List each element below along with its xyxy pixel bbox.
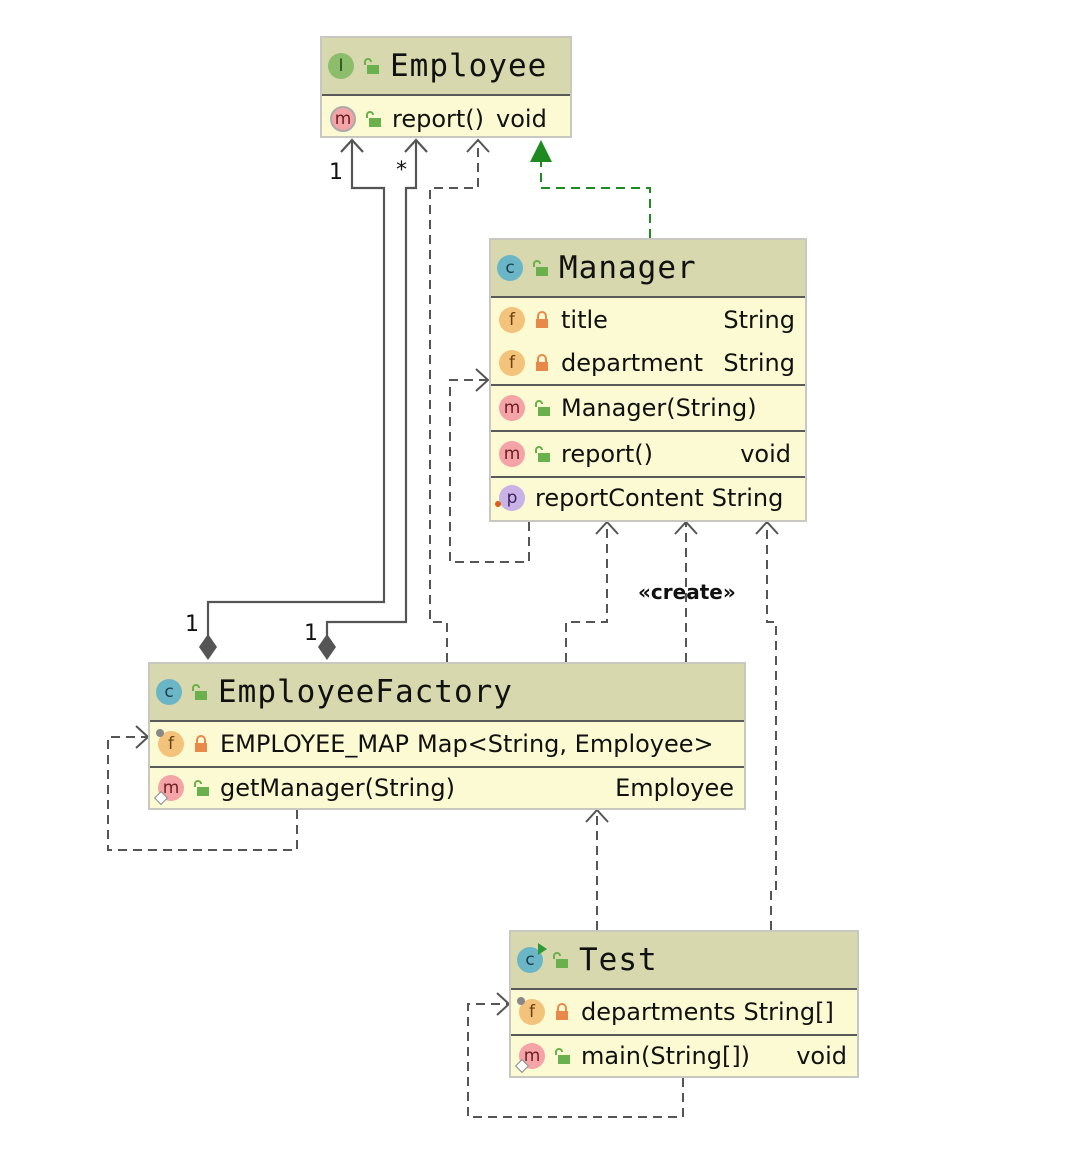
member-row[interactable]: p reportContent String: [491, 478, 805, 518]
private-visibility-icon: [536, 310, 548, 328]
member-type: void: [796, 1042, 847, 1070]
member-row[interactable]: m getManager(String) Employee: [150, 768, 744, 808]
member-name: report(): [392, 104, 485, 133]
member-name: Manager(String): [561, 394, 757, 422]
dependency-test-manager: [755, 520, 779, 930]
private-visibility-icon: [536, 353, 548, 371]
class-name: Employee: [390, 48, 548, 84]
member-type: String: [723, 305, 795, 334]
member-name: main(String[]): [581, 1042, 751, 1070]
member-name: getManager(String): [220, 774, 455, 802]
member-row[interactable]: m report() void: [322, 96, 570, 141]
field-icon: f: [499, 349, 525, 376]
public-visibility-icon: [364, 58, 379, 74]
public-visibility-icon: [366, 110, 381, 127]
member-row[interactable]: m main(String[]) void: [511, 1036, 857, 1076]
member-name: departments: [581, 998, 736, 1026]
property-icon: p: [495, 485, 525, 511]
realization-manager-employee: [530, 140, 651, 238]
member-name: report(): [561, 440, 654, 468]
private-visibility-icon: [195, 735, 207, 752]
member-type: String: [711, 484, 784, 512]
abstract-method-icon: m: [330, 105, 356, 132]
class-name: Test: [579, 942, 658, 978]
private-visibility-icon: [556, 1003, 568, 1020]
public-visibility-icon: [535, 446, 550, 462]
member-type: void: [740, 440, 791, 468]
composition-diamond-right: [318, 634, 336, 660]
member-name: department: [561, 348, 703, 377]
class-header: c Test: [511, 932, 857, 990]
public-visibility-icon: [535, 400, 550, 416]
composition-edge-right: [318, 138, 428, 660]
static-method-icon: m: [514, 1043, 545, 1074]
public-visibility-icon: [533, 260, 548, 276]
member-row[interactable]: m Manager(String): [491, 386, 805, 432]
member-type: String[]: [743, 998, 834, 1026]
member-type: void: [496, 104, 547, 133]
class-employee[interactable]: I Employee m report() void: [320, 36, 572, 138]
public-visibility-icon: [194, 780, 209, 796]
composition-edge-left: [199, 138, 386, 660]
static-method-icon: m: [153, 775, 184, 806]
composition-diamond-left: [199, 634, 217, 660]
dependency-create: [674, 520, 698, 662]
member-row[interactable]: m report() void: [491, 432, 805, 478]
multiplicity-left-target: 1: [329, 160, 343, 185]
dependency-manager-self: [449, 368, 530, 563]
class-employee-factory[interactable]: c EmployeeFactory f EMPLOYEE_MAP Map<Str…: [148, 662, 746, 810]
member-name: EMPLOYEE_MAP: [220, 730, 410, 758]
class-manager[interactable]: c Manager f title String f department St…: [489, 238, 807, 522]
multiplicity-right-target: *: [396, 158, 407, 183]
dependency-factory-employee: [429, 138, 490, 662]
member-type: String: [723, 348, 795, 377]
multiplicity-left-source: 1: [185, 612, 199, 637]
field-icon: f: [499, 306, 525, 333]
static-field-icon: f: [156, 729, 184, 757]
dependency-test-factory: [585, 808, 609, 930]
public-visibility-icon: [555, 1048, 570, 1064]
class-header: I Employee: [322, 38, 570, 96]
member-row[interactable]: f title String: [491, 298, 805, 341]
member-type: Employee: [615, 774, 734, 802]
create-stereotype-label: «create»: [638, 580, 736, 604]
class-icon: c: [156, 679, 182, 705]
public-visibility-icon: [192, 684, 207, 700]
class-header: c Manager: [491, 240, 805, 298]
member-type: Map<String, Employee>: [417, 730, 714, 758]
interface-icon: I: [328, 53, 354, 79]
public-visibility-icon: [553, 952, 568, 968]
member-row[interactable]: f departments String[]: [511, 990, 857, 1036]
method-icon: m: [499, 395, 525, 421]
member-row[interactable]: f EMPLOYEE_MAP Map<String, Employee>: [150, 722, 744, 768]
dependency-factory-manager: [565, 520, 619, 662]
method-icon: m: [499, 441, 525, 467]
multiplicity-right-source: 1: [304, 621, 318, 646]
class-icon: c: [497, 255, 523, 281]
member-name: title: [561, 305, 608, 334]
member-name: reportContent: [535, 484, 704, 512]
class-header: c EmployeeFactory: [150, 664, 744, 722]
class-name: Manager: [559, 250, 697, 286]
member-row[interactable]: f department String: [491, 341, 805, 386]
static-field-icon: f: [517, 997, 545, 1025]
runnable-class-icon: c: [517, 943, 547, 973]
class-test[interactable]: c Test f departments String[] m main(Str…: [509, 930, 859, 1078]
class-name: EmployeeFactory: [218, 674, 513, 710]
